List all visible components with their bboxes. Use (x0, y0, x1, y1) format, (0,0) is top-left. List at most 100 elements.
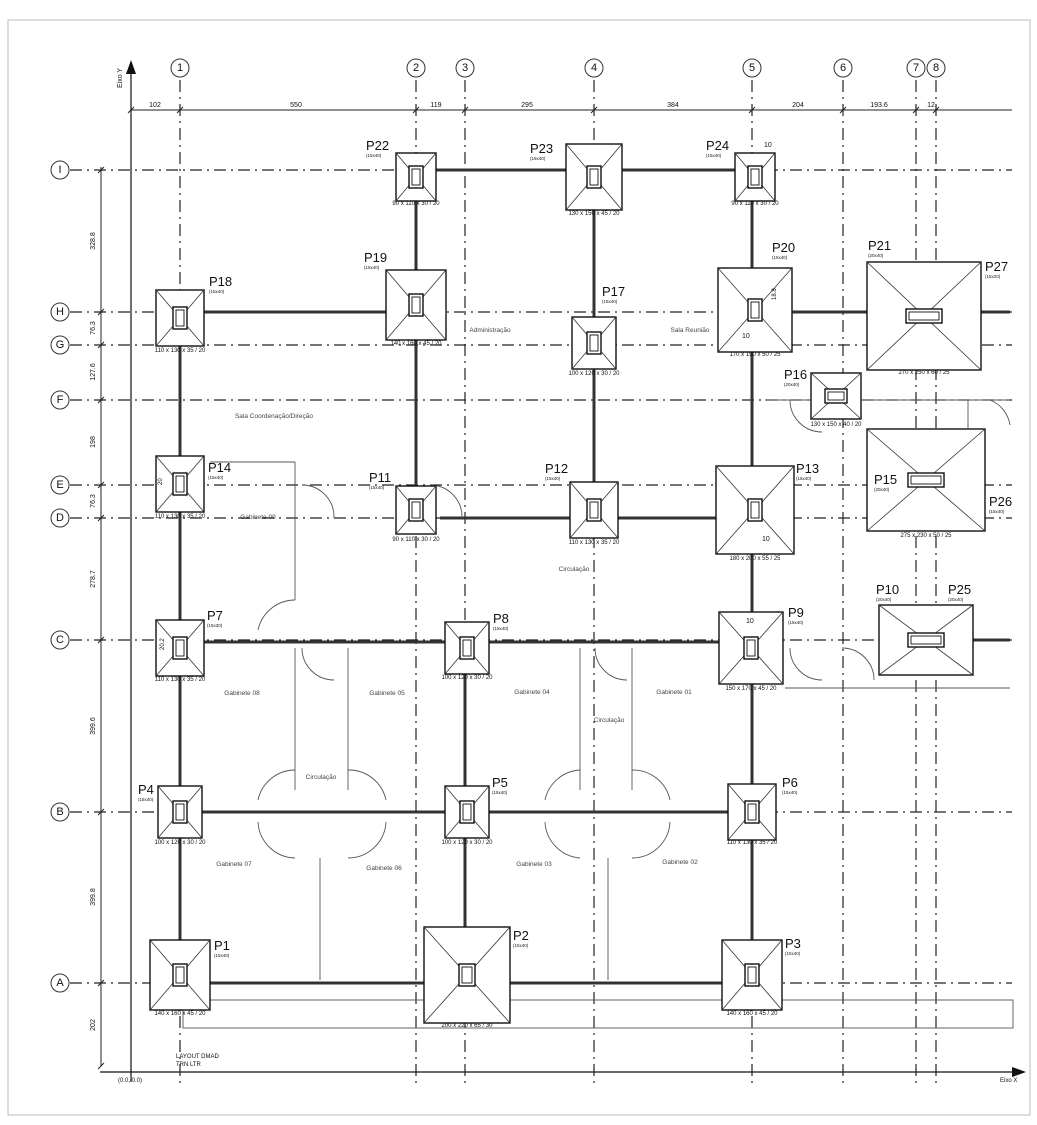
dimension-label: 204 (792, 102, 804, 109)
door-arc (257, 821, 296, 859)
footing-dimensions: 215 x 170 x 40 / 20 (0, 0, 26, 2)
column-pedestal (172, 472, 188, 496)
door-arc (257, 769, 296, 801)
origin-label: (0.0, 0.0) (118, 1078, 142, 1084)
footing-dimensions: 200 x 220 x 65 / 30 (441, 1023, 493, 1029)
footing-dimensions: 110 x 130 x 35 / 20 (155, 348, 206, 354)
pillar-section: (15x30) (207, 623, 223, 628)
footing-dimensions: 140 x 160 x 45 / 20 (726, 1011, 778, 1017)
grid-label-vertical: 6 (840, 62, 846, 74)
door-arc (789, 399, 823, 433)
x-axis-arrow-icon (1012, 1067, 1026, 1077)
dimension-tick (97, 979, 105, 987)
grid-label-horizontal: D (56, 512, 64, 524)
dimension-tick (97, 636, 105, 644)
column-section (411, 501, 421, 519)
pillar-p18: P18(15x40)110 x 130 x 35 / 20 (155, 274, 232, 354)
door-arc (594, 647, 628, 681)
footing-dimensions: 130 x 150 x 40 / 20 (810, 422, 862, 428)
pillar-label: P2 (513, 928, 529, 943)
room-label: Gabinete 06 (366, 865, 402, 872)
pillar-p11: P11(15x40)90 x 110 x 30 / 20 (369, 470, 440, 543)
pillar-p27: P27(15x20) (985, 259, 1008, 279)
footing-dimensions: 100 x 120 x 30 / 20 (441, 675, 493, 681)
column-section (589, 334, 599, 352)
dimension-tick (176, 106, 184, 114)
column-section (462, 803, 472, 821)
pillar-section: (15x40) (530, 156, 546, 161)
pillar-section: (15x40) (208, 475, 224, 480)
column-section (746, 639, 756, 657)
column-pedestal (744, 800, 760, 824)
grid-bubble (170, 58, 190, 78)
column-section (747, 966, 757, 984)
door-arc (841, 647, 875, 681)
dimension-label: 76.3 (90, 494, 97, 508)
grid-label-vertical: 4 (591, 62, 597, 74)
pillar-p22: P22(15x40)90 x 110 x 30 / 20 (366, 138, 440, 207)
footing-dimensions: 180 x 200 x 55 / 25 (729, 556, 781, 562)
footing-dimensions: 90 x 110 x 30 / 20 (392, 201, 440, 207)
pillar-section: (15x40) (706, 153, 722, 158)
pillar-label: P26 (989, 494, 1012, 509)
annotation: 10 (762, 536, 770, 543)
room-label: Circulação (306, 774, 337, 781)
column-section (908, 311, 940, 321)
door-arc (301, 484, 335, 519)
dimension-label: 278.7 (90, 570, 97, 588)
pillar-section: (15x40) (772, 255, 788, 260)
y-axis-label: Eixo Y (117, 68, 124, 88)
annotation: 18.8 (772, 288, 778, 300)
pillar-label: P12 (545, 461, 568, 476)
footing-dimensions: 270 x 250 x 60 / 25 (898, 370, 950, 376)
pillar-label: P6 (782, 775, 798, 790)
dimension-label: 12 (927, 102, 935, 109)
column-pedestal (408, 293, 424, 317)
pillar-p9: P9(15x40)150 x 170 x 45 / 20 (718, 605, 804, 692)
column-section (175, 309, 185, 327)
room-label: Gabinete 04 (514, 689, 550, 696)
column-section (589, 501, 599, 519)
pillar-p15: P15(20x40)275 x 230 x 50 / 25 (866, 428, 986, 539)
pillar-label: P27 (985, 259, 1008, 274)
pillar-section: (20x40) (876, 597, 892, 602)
pillar-section: (15x20) (985, 274, 1001, 279)
dimension-tick (748, 106, 756, 114)
footing-dimensions: 110 x 130 x 35 / 20 (569, 540, 620, 546)
footing-dimensions: 110 x 130 x 35 / 20 (155, 677, 206, 683)
dimension-label: 102 (149, 102, 161, 109)
y-axis-arrow-icon (126, 60, 136, 74)
grid-bubble (50, 508, 70, 528)
dimension-tick (97, 308, 105, 316)
x-axis-label: Eixo X (1000, 1078, 1017, 1084)
dimension-label: 384 (667, 102, 679, 109)
footing-dimensions: 140 x 160 x 45 / 20 (390, 341, 442, 347)
pillar-section: (15x40) (138, 797, 154, 802)
annotation: 10 (742, 333, 750, 340)
pillar-section: (15x40) (209, 289, 225, 294)
footing-dimensions: 100 x 120 x 30 / 20 (154, 840, 206, 846)
column-section (411, 168, 421, 186)
column-section (750, 168, 760, 186)
pillar-label: P17 (602, 284, 625, 299)
sheet-border (7, 19, 1031, 1116)
dimension-tick (912, 106, 920, 114)
pillar-label: P13 (796, 461, 819, 476)
room-label: Sala Reunião (670, 327, 709, 334)
grid-bubble (50, 973, 70, 993)
grid-bubble (50, 335, 70, 355)
pillar-label: P10 (876, 582, 899, 597)
dimension-label: 198 (90, 436, 97, 448)
footing-dimensions: 275 x 230 x 50 / 25 (900, 533, 952, 539)
column-pedestal (747, 298, 763, 322)
pillar-section: (15x40) (364, 265, 380, 270)
pillar-p12: P12(15x40)110 x 130 x 35 / 20 (545, 461, 620, 546)
column-pedestal (408, 165, 424, 189)
pillar-p4: P4(15x40)100 x 120 x 30 / 20 (138, 782, 206, 846)
room-label: Gabinete 09 (240, 514, 276, 521)
column-pedestal (586, 331, 602, 355)
dimension-tick (97, 514, 105, 522)
